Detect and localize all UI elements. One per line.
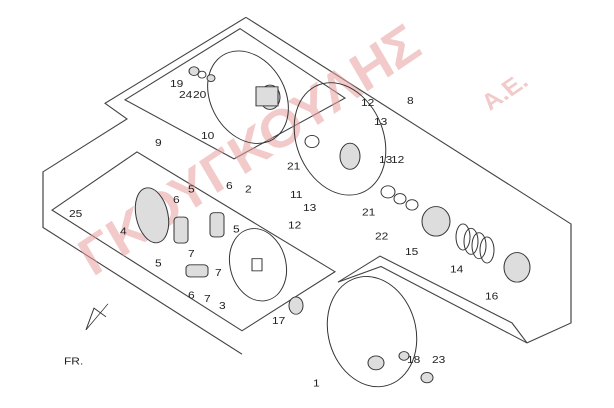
callout: 6 <box>226 181 233 192</box>
callout: 25 <box>69 209 82 220</box>
callout: 7 <box>215 268 222 279</box>
callout: 3 <box>219 301 226 312</box>
callout: 4 <box>120 226 127 237</box>
callout: 21 <box>287 161 300 172</box>
front-direction-arrow-icon <box>85 303 109 331</box>
callout: 2 <box>245 184 252 195</box>
callout: 13 <box>379 155 392 166</box>
fixed-sheave-10 <box>207 50 289 144</box>
drive-plate-3 <box>228 228 288 302</box>
shoes-6 <box>173 212 225 278</box>
callout: 24 <box>179 90 192 101</box>
clutch-bell-1 <box>326 276 434 388</box>
assembly-frame-outer-left <box>42 16 247 355</box>
small-parts-19-24-20 <box>188 66 216 83</box>
callout: 9 <box>155 137 162 148</box>
callout: 1 <box>313 378 320 389</box>
callout: 16 <box>485 291 498 302</box>
callout: 12 <box>361 98 374 109</box>
plate-4 <box>134 187 170 244</box>
callout: 22 <box>375 231 388 242</box>
callout: 12 <box>288 220 301 231</box>
spring-14 <box>455 223 495 264</box>
assembly-frame-2 <box>51 151 337 332</box>
callout: 13 <box>303 203 316 214</box>
assembly-frame-9 <box>123 27 347 160</box>
watermark: ΓΚΟΥΓΚΟΥΛΗΣ <box>63 15 435 285</box>
callout: 20 <box>193 90 206 101</box>
callout: 21 <box>362 207 375 218</box>
callout: 5 <box>233 224 240 235</box>
callout: 17 <box>272 315 285 326</box>
callout: 6 <box>173 195 180 206</box>
callout: 19 <box>170 78 183 89</box>
assembly-frame-8 <box>245 16 572 344</box>
callout: 23 <box>432 355 445 366</box>
movable-sheave-11 <box>293 82 419 211</box>
callout: 13 <box>374 117 387 128</box>
seal-17 <box>288 296 304 315</box>
callout: 8 <box>407 96 414 107</box>
callout: 12 <box>391 155 404 166</box>
callout: 11 <box>290 190 302 201</box>
callout: 5 <box>188 184 195 195</box>
callout: 5 <box>155 258 162 269</box>
callout: 10 <box>201 131 214 142</box>
callout: 7 <box>204 294 211 305</box>
collar-15 <box>421 206 451 237</box>
assembly-frame-lower <box>337 255 528 344</box>
direction-label: FR. <box>64 356 83 367</box>
callout: 14 <box>450 264 463 275</box>
callout: 7 <box>188 249 195 260</box>
seat-16 <box>503 252 531 283</box>
callout: 18 <box>407 355 420 366</box>
watermark-suffix: A.E. <box>476 69 534 116</box>
callout: 6 <box>188 290 195 301</box>
callout: 15 <box>405 247 418 258</box>
